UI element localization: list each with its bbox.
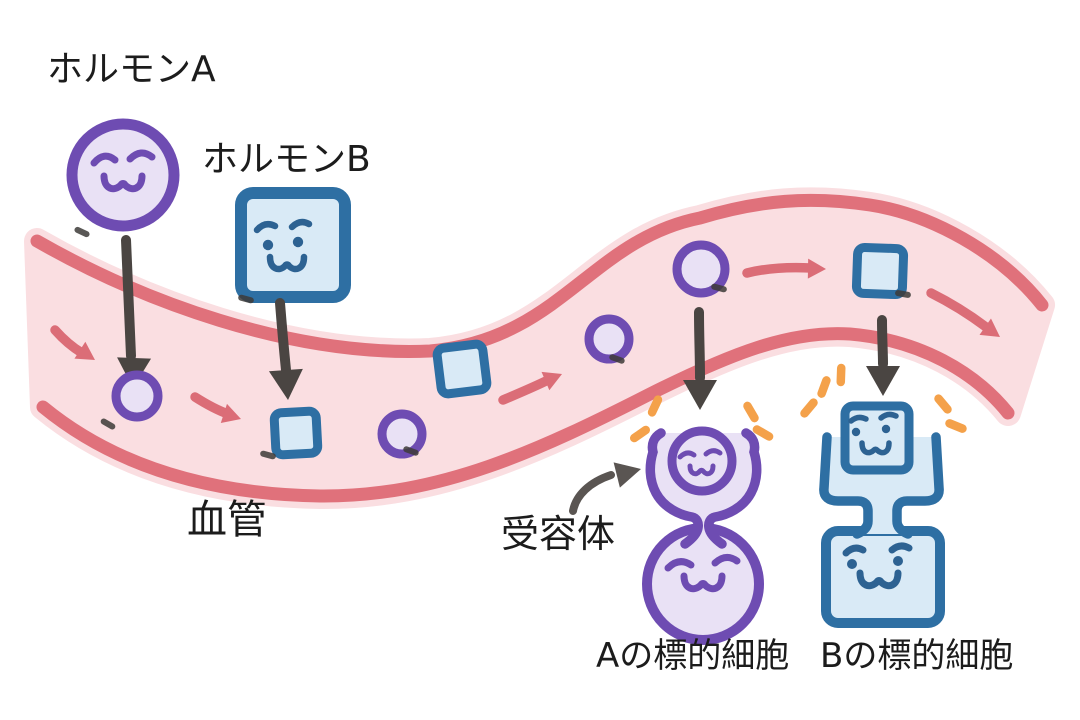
pencil-smudges: [74, 226, 911, 460]
hormone-a-molecule: [377, 409, 427, 459]
vessel-molecules: [111, 240, 909, 460]
target-cell-b-face: [842, 542, 913, 590]
hormone-b-molecule: [432, 339, 492, 399]
flow-arrow-icon: [742, 258, 826, 279]
flow-arrow-icon: [190, 392, 241, 423]
bound-hormone-a-face: [677, 448, 723, 477]
hormone-a-molecule: [672, 240, 730, 298]
drop-arrow-icon: [866, 315, 900, 396]
target-cell-a-face: [664, 554, 741, 593]
target-cell-b-label: Bの標的細胞: [820, 636, 1014, 676]
hormone-b-label: ホルモンB: [202, 139, 371, 180]
sparkle-icon: [945, 419, 967, 433]
sparkle-icon: [630, 425, 650, 443]
target-cell-b: [819, 401, 945, 628]
receptor-label: 受容体: [501, 512, 616, 556]
sparkle-icon: [752, 425, 774, 441]
hormone-a-character: [66, 118, 180, 232]
target-cell-a: [642, 426, 764, 645]
blood-vessel-top-wall: [30, 193, 1049, 358]
flow-arrow-icon: [50, 325, 95, 360]
hormone-b-character: [235, 187, 351, 303]
bound-hormone-b-face: [848, 411, 899, 456]
blood-vessel-label: 血管: [187, 497, 267, 543]
drop-arrow-icon: [268, 298, 303, 400]
sparkle-icon: [934, 394, 952, 414]
sparkle-icon: [817, 376, 831, 398]
hormone-a-icon: [66, 118, 180, 232]
hormone-b-molecule: [851, 242, 909, 300]
drop-arrow-icon: [683, 307, 717, 410]
sparkle-icon: [647, 395, 663, 417]
sparkle-icon: [743, 401, 759, 423]
flow-arrow-icon: [498, 371, 562, 405]
hormone-a-label: ホルモンA: [47, 49, 216, 90]
hormone-b-icon: [235, 187, 351, 303]
bound-hormone-a-icon: [667, 426, 737, 496]
hormone-b-molecule: [269, 406, 323, 460]
blood-vessel-bottom-wall: [36, 327, 1015, 503]
hormone-a-face: [90, 149, 156, 193]
receptor-pointer-arrow: [569, 462, 641, 515]
flow-arrow-icon: [926, 288, 1000, 337]
hormone-a-molecule: [584, 314, 634, 364]
blood-flow-arrows: [50, 258, 1000, 423]
hormone-a-molecule: [111, 370, 163, 422]
bound-hormone-b-icon: [840, 401, 914, 475]
sparkles: [630, 363, 967, 443]
hormone-b-face: [253, 218, 313, 273]
target-cell-a-label: Aの標的細胞: [596, 636, 790, 676]
sparkle-icon: [800, 398, 818, 418]
target-cell-b-body: [821, 526, 945, 628]
